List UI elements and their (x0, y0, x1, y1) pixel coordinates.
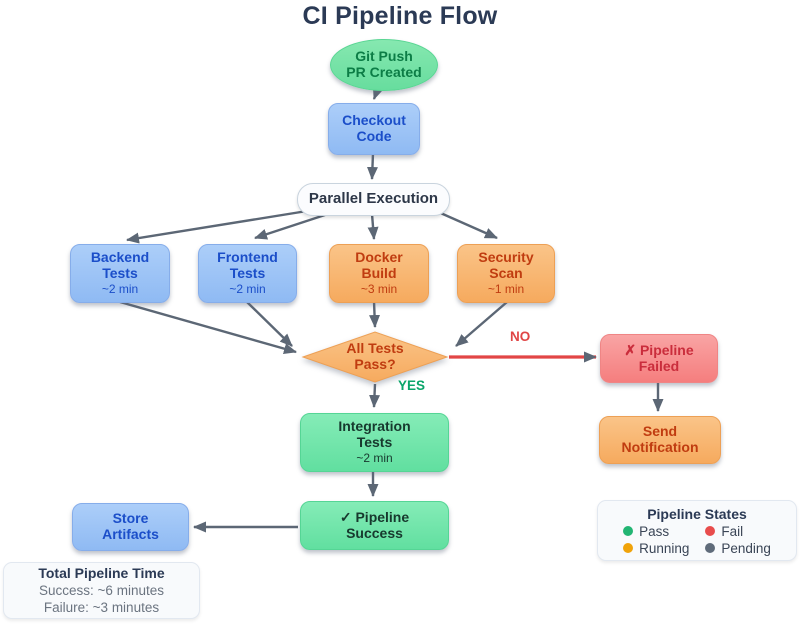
legend-label: Running (639, 540, 690, 556)
node-backend-tests: Backend Tests ~2 min (70, 244, 170, 303)
node-pipeline-success: ✓ Pipeline Success (300, 501, 449, 550)
node-label: Docker (355, 249, 403, 266)
edge-docker-decision (369, 300, 381, 328)
legend-panel: Pipeline States Pass Fail Running Pendin… (597, 500, 797, 561)
legend-label: Pass (639, 523, 670, 539)
node-security-scan: Security Scan ~1 min (457, 244, 555, 303)
edge-checkout-parallel (366, 152, 378, 180)
total-time-panel: Total Pipeline Time Success: ~6 minutes … (3, 562, 200, 619)
node-duration: ~2 min (101, 282, 139, 297)
legend-items: Pass Fail Running Pending (623, 524, 771, 556)
decision-diamond (301, 331, 449, 383)
node-duration: ~3 min (360, 282, 398, 297)
node-all-tests-pass: All Tests Pass? (315, 340, 435, 372)
node-label: Integration (338, 418, 411, 435)
node-send-notification: Send Notification (599, 416, 721, 464)
edge-parallel-backend (126, 209, 308, 244)
node-duration: ~2 min (356, 451, 393, 466)
edge-decision-integration (369, 383, 381, 408)
total-time-title: Total Pipeline Time (38, 564, 165, 581)
edge-security-decision (455, 301, 508, 347)
legend-item-pending: Pending (705, 541, 771, 556)
page-title: CI Pipeline Flow (302, 2, 498, 30)
edge-parallel-docker (367, 213, 379, 240)
node-pipeline-failed: ✗ Pipeline Failed (600, 334, 718, 383)
node-label: Notification (621, 439, 699, 455)
node-label: Security (478, 249, 534, 266)
node-label: Backend (90, 249, 150, 266)
node-label: ✗ Pipeline (624, 341, 694, 358)
legend-item-running: Running (623, 541, 689, 556)
node-label: PR Created (346, 64, 422, 80)
legend-item-fail: Fail (705, 524, 771, 539)
node-label: Git Push (355, 48, 413, 65)
node-label: All Tests (346, 340, 404, 356)
node-label: Checkout (342, 112, 406, 129)
node-label: Scan (489, 265, 523, 282)
node-label: Failed (638, 357, 680, 374)
node-duration: ~2 min (229, 282, 266, 297)
fail-dot-icon (705, 526, 716, 536)
node-label: Tests (229, 265, 266, 282)
node-docker-build: Docker Build ~3 min (329, 244, 429, 303)
node-label: Frontend (217, 249, 278, 266)
failure-time: Failure: ~3 minutes (43, 599, 160, 615)
node-label: Code (356, 128, 392, 144)
node-store-artifacts: Store Artifacts (72, 503, 189, 551)
node-duration: ~1 min (487, 282, 525, 297)
node-frontend-tests: Frontend Tests ~2 min (198, 244, 297, 303)
node-integration-tests: Integration Tests ~2 min (300, 413, 449, 472)
node-label: Pass? (354, 356, 396, 373)
edge-backend-decision (119, 300, 297, 355)
edge-frontend-decision (246, 301, 293, 347)
node-git-push: Git Push PR Created (330, 39, 438, 91)
node-label: Artifacts (102, 526, 159, 542)
edge-label-yes: YES (398, 378, 426, 393)
node-label: ✓ Pipeline (339, 508, 410, 525)
node-label: Send (642, 423, 678, 440)
node-label: Parallel Execution (308, 190, 439, 208)
edge-parallel-security (435, 209, 498, 240)
node-label: Store (112, 510, 149, 527)
node-label: Tests (102, 265, 138, 282)
legend-title: Pipeline States (647, 505, 747, 522)
legend-item-pass: Pass (623, 524, 689, 539)
node-label: Build (361, 265, 397, 282)
legend-label: Pending (721, 540, 771, 556)
node-label: Success (346, 524, 403, 541)
legend-label: Fail (721, 523, 744, 539)
edge-parallel-frontend (254, 210, 335, 240)
running-dot-icon (623, 543, 634, 553)
pending-dot-icon (705, 543, 716, 553)
pass-dot-icon (623, 526, 634, 536)
edge-label-no: NO (510, 329, 531, 344)
node-checkout-code: Checkout Code (328, 103, 420, 155)
success-time: Success: ~6 minutes (39, 582, 164, 598)
node-label: Tests (356, 434, 393, 451)
node-parallel-execution: Parallel Execution (297, 183, 450, 216)
